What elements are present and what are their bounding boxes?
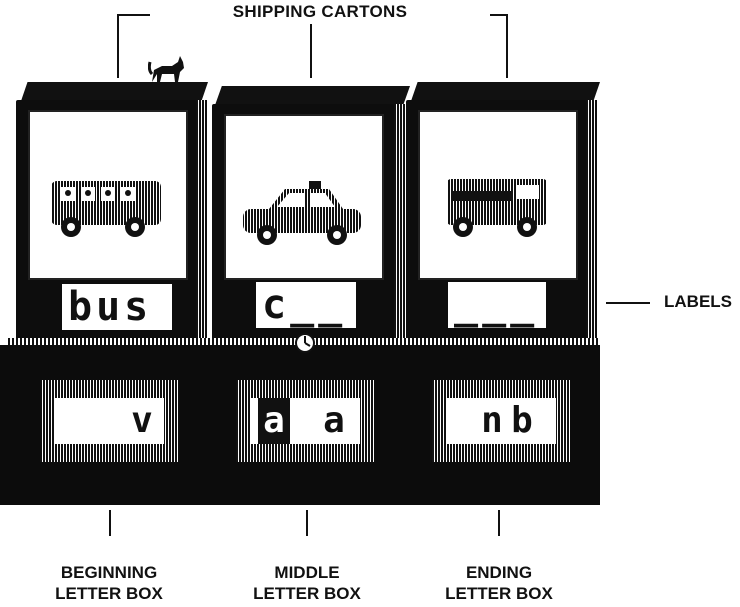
carton-1-side (196, 100, 208, 356)
callout-line: MIDDLE (274, 563, 340, 582)
middle-letter-box[interactable]: a a (236, 380, 374, 462)
letter-tile[interactable]: a (323, 400, 345, 441)
carton-1-top (20, 82, 208, 104)
labels-callout: LABELS (664, 292, 732, 311)
shipping-cartons-callout: SHIPPING CARTONS (150, 2, 490, 22)
beginning-letter-box[interactable]: v (40, 380, 178, 462)
callout-line: LETTER BOX (55, 584, 163, 603)
letter-tile[interactable]: n (481, 400, 503, 441)
carton-3-top (410, 82, 600, 104)
letter-tile-selected[interactable]: a (258, 398, 290, 444)
letter-tile[interactable] (84, 398, 116, 444)
carton-1-window (28, 110, 188, 280)
callout-line: BEGINNING (60, 563, 158, 582)
carton-3-side (586, 100, 598, 354)
carton-3-window (418, 110, 578, 280)
beginning-letter-tray: v (54, 398, 164, 444)
carton-2-side (394, 104, 406, 352)
carton-1-label: bus (62, 284, 172, 330)
car-picture (243, 181, 361, 245)
ending-letter-box-callout: ENDING LETTER BOX (414, 562, 584, 604)
carton-2-label: c__ (256, 282, 356, 328)
bus-picture (51, 181, 161, 237)
callout-line: LETTER BOX (445, 584, 553, 603)
middle-letter-box-callout: MIDDLE LETTER BOX (222, 562, 392, 604)
cat-icon (148, 56, 184, 82)
van-picture (447, 179, 547, 237)
callout-line: ENDING (465, 563, 533, 582)
callout-line: LETTER BOX (253, 584, 361, 603)
carton-3-label: ___ (448, 282, 546, 328)
letter-tile[interactable]: v (131, 400, 153, 441)
clock-cursor-icon (295, 333, 315, 353)
beginning-letter-box-callout: BEGINNING LETTER BOX (24, 562, 194, 604)
carton-2-window (224, 114, 384, 280)
ending-letter-box[interactable]: n b (432, 380, 570, 462)
middle-letter-tray: a a (250, 398, 360, 444)
letter-tile[interactable]: b (511, 400, 533, 441)
carton-2-top (214, 86, 410, 108)
ending-letter-tray: n b (446, 398, 556, 444)
